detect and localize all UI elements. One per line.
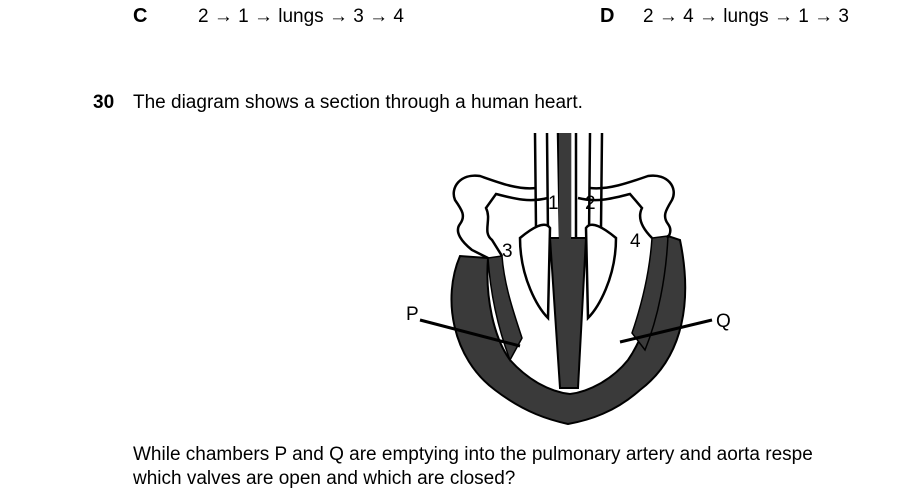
heart-diagram	[419, 132, 713, 426]
label-valve-3: 3	[502, 241, 513, 262]
atria-outline	[452, 174, 675, 260]
label-valve-4: 4	[630, 231, 641, 252]
great-vessels	[533, 132, 604, 240]
label-chamber-q: Q	[716, 311, 731, 332]
option-c-text: 2 → 1 → lungs → 3 → 4	[198, 6, 404, 27]
question-number: 30	[93, 92, 115, 113]
question-followup-line2: which valves are open and which are clos…	[133, 468, 516, 489]
option-d-letter: D	[600, 5, 615, 27]
question-stem: The diagram shows a section through a hu…	[133, 92, 583, 113]
label-valve-1: 1	[548, 193, 559, 214]
question-followup-line1: While chambers P and Q are emptying into…	[133, 444, 813, 465]
option-c-letter: C	[133, 5, 148, 27]
option-d-text: 2 → 4 → lungs → 1 → 3	[643, 6, 849, 27]
label-valve-2: 2	[585, 193, 596, 214]
heart-muscle-wall	[450, 234, 687, 426]
leader-lines	[419, 318, 713, 348]
label-chamber-p: P	[406, 304, 419, 325]
valve-cusps	[518, 223, 618, 321]
